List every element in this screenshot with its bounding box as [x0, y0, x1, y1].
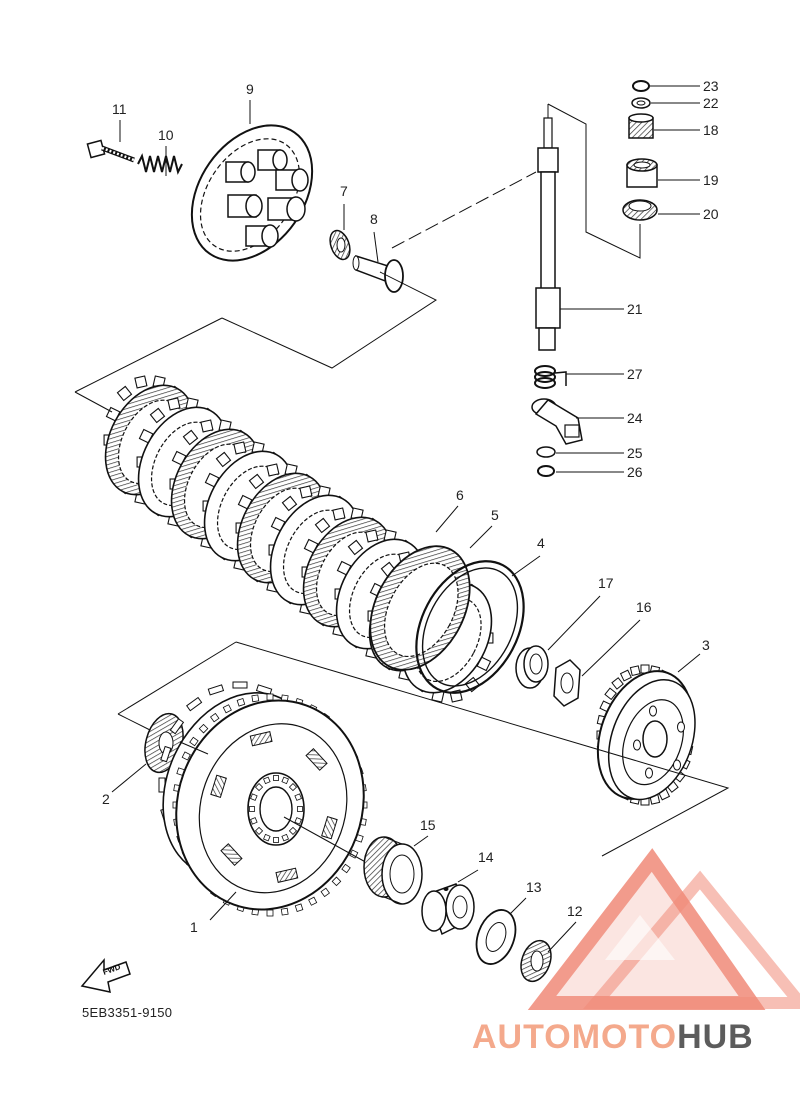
- part-9-pressure-plate: [190, 124, 314, 262]
- callout-2: 2: [102, 791, 110, 807]
- callout-11: 11: [112, 101, 127, 117]
- part-14-spacer: [421, 883, 475, 936]
- callout-14: 14: [478, 849, 494, 865]
- callout-4: 4: [537, 535, 545, 551]
- part-22-washer: [631, 97, 651, 109]
- callout-leader-16: [581, 619, 641, 677]
- callout-19: 19: [703, 172, 719, 188]
- part-23-circlip: [632, 80, 650, 92]
- callout-leader-13: [509, 897, 527, 915]
- callout-7: 7: [340, 183, 348, 199]
- part-19-bearing: [626, 158, 658, 188]
- watermark-logo: [527, 848, 800, 1010]
- part-3-clutch-boss: [596, 664, 696, 806]
- callout-22: 22: [703, 95, 719, 111]
- callout-1: 1: [190, 919, 198, 935]
- part-16-lock-washer: [553, 659, 581, 707]
- callout-10: 10: [158, 127, 174, 143]
- brand-part-a: AUTOMOTO: [472, 1018, 678, 1056]
- part-21-push-lever-shaft: [535, 104, 561, 351]
- callout-leader-5: [469, 525, 493, 549]
- part-10-spring: [137, 153, 183, 175]
- part-8-push-rod: [352, 254, 404, 293]
- callout-24: 24: [627, 410, 643, 426]
- callout-leader-15: [413, 835, 429, 847]
- release-shaft-group: [531, 80, 658, 477]
- watermark-brand: AUTOMOTOHUB: [472, 1018, 754, 1057]
- callout-3: 3: [702, 637, 710, 653]
- part-7-bearing: [329, 229, 351, 261]
- callout-leader-17: [547, 595, 601, 651]
- callout-leader-4: [511, 555, 541, 577]
- callout-16: 16: [636, 599, 652, 615]
- callout-13: 13: [526, 879, 542, 895]
- callout-6: 6: [456, 487, 464, 503]
- pressure-plate-group: [74, 124, 537, 393]
- part-25-washer: [536, 446, 556, 458]
- callout-21: 21: [627, 301, 643, 317]
- part-15-needle-bearing: [363, 836, 423, 905]
- part-4-friction-spring: [415, 560, 525, 694]
- callout-25: 25: [627, 445, 643, 461]
- part-24-push-lever: [531, 398, 583, 445]
- callout-20: 20: [703, 206, 719, 222]
- callout-leader-8: [373, 231, 379, 263]
- callout-12: 12: [567, 903, 583, 919]
- fwd-arrow-icon: FWD: [80, 957, 131, 993]
- callout-17: 17: [598, 575, 614, 591]
- callout-18: 18: [703, 122, 719, 138]
- callout-labels: 1234567891011121314151617181920212223242…: [102, 78, 719, 953]
- callout-8: 8: [370, 211, 378, 227]
- part-18-bearing: [628, 113, 654, 139]
- clutch-plate-stack: [103, 375, 494, 703]
- callout-5: 5: [491, 507, 499, 523]
- callout-27: 27: [627, 366, 643, 382]
- part-26-circlip: [537, 465, 555, 477]
- callout-26: 26: [627, 464, 643, 480]
- part-12-bearing: [520, 939, 552, 983]
- callout-9: 9: [246, 81, 254, 97]
- part-27-spring: [534, 365, 567, 389]
- callout-15: 15: [420, 817, 436, 833]
- callout-23: 23: [703, 78, 719, 94]
- part-13-washer: [475, 909, 517, 965]
- callout-leader-1: [209, 891, 237, 921]
- part-11-bolt: [86, 139, 135, 163]
- callout-leader-6: [435, 505, 459, 533]
- callout-leader-12: [547, 921, 577, 953]
- part-1-primary-driven-gear: [158, 681, 381, 917]
- part-17-spacer: [515, 645, 549, 689]
- part-code: 5EB3351-9150: [82, 1005, 173, 1020]
- brand-part-b: HUB: [677, 1018, 754, 1056]
- callout-leader-14: [457, 869, 479, 883]
- part-20-oil-seal: [622, 199, 658, 221]
- callout-leader-3: [677, 653, 701, 673]
- callout-leader-2: [111, 763, 147, 793]
